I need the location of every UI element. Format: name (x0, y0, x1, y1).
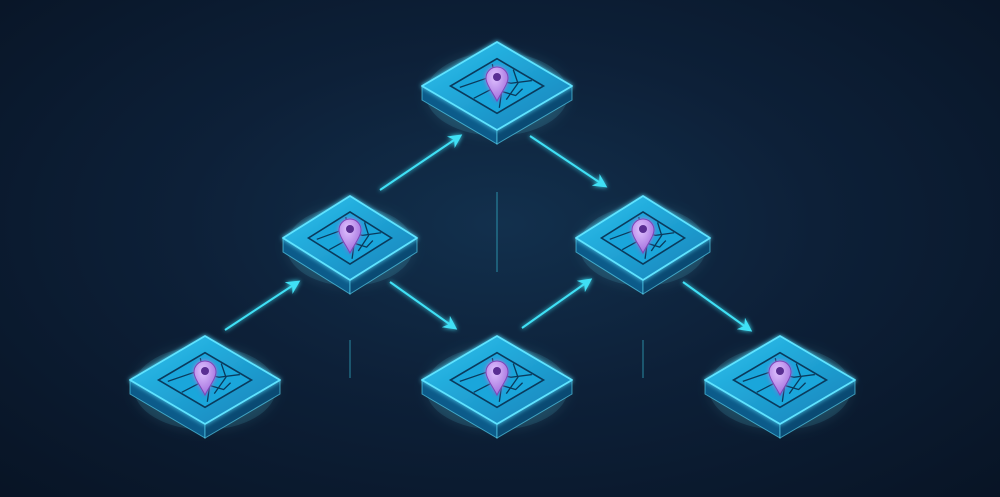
map-tile-bottom-center[interactable] (421, 335, 573, 439)
edges-layer (224, 134, 753, 415)
edge-arrow-mid-right-to-bottom-right (682, 281, 753, 332)
edge-arrow-bottom-center-to-mid-right (521, 278, 593, 329)
map-pin-icon (338, 218, 362, 255)
map-pin-icon (631, 218, 655, 255)
nodes-layer (129, 41, 856, 439)
map-pin-icon (768, 360, 792, 397)
edge-arrow-mid-left-to-top (379, 134, 463, 191)
map-tile-bottom-left[interactable] (129, 335, 281, 439)
map-tile-bottom-right[interactable] (704, 335, 856, 439)
map-pin-icon (485, 360, 509, 397)
map-pin-icon (485, 66, 509, 103)
map-tile-mid-left[interactable] (282, 195, 418, 295)
map-pin-icon (193, 360, 217, 397)
edge-arrow-bottom-left-to-mid-left (224, 280, 301, 331)
edge-arrow-mid-left-to-bottom-center (389, 281, 458, 330)
map-tile-mid-right[interactable] (575, 195, 711, 295)
map-tile-top[interactable] (421, 41, 573, 145)
edge-arrow-top-to-mid-right (529, 135, 608, 188)
